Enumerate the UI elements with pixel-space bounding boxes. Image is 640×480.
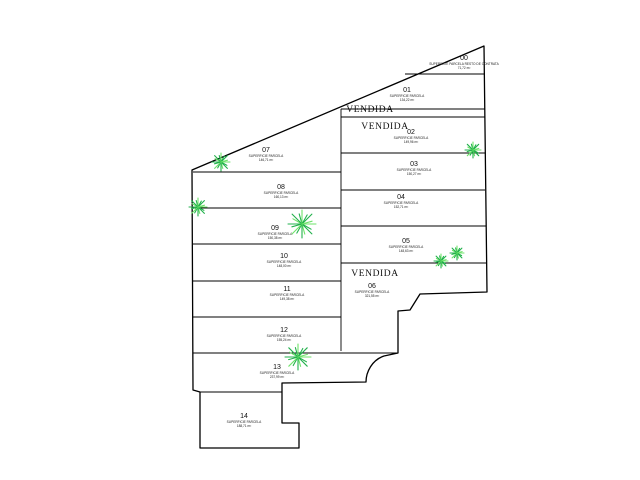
sold-label-lot-06: VENDIDA xyxy=(351,269,398,279)
lot-number: 08 xyxy=(277,184,285,191)
lot-area-value: 150,38 m² xyxy=(268,236,282,240)
lot-area-value: 152,71 m² xyxy=(394,205,408,209)
lot-number: 02 xyxy=(407,129,415,136)
lot-area-value: 148,00 m² xyxy=(277,264,291,268)
lot-number: 14 xyxy=(240,413,248,420)
tree-icon xyxy=(464,141,482,159)
lot-area-value: 188,71 m² xyxy=(237,424,251,428)
lot-number: 12 xyxy=(280,327,288,334)
lot-number: 09 xyxy=(271,225,279,232)
tree-icon xyxy=(211,152,231,172)
lot-number: 11 xyxy=(283,286,290,293)
lot-number: 06 xyxy=(368,283,376,290)
sold-label-lot-02: VENDIDA xyxy=(361,122,408,132)
lot-area-caption: SUPERFICIE PARCELA xyxy=(389,245,425,249)
trees xyxy=(188,141,482,371)
tree-icon xyxy=(449,245,465,261)
lot-area-caption: SUPERFICIE PARCELA xyxy=(394,136,430,140)
lot-number: 07 xyxy=(262,147,270,154)
lot-area-value: 237,99 m² xyxy=(270,375,284,379)
lot-number: 05 xyxy=(402,238,410,245)
property-boundary xyxy=(191,45,488,449)
lot-area-caption: SUPERFICIE PARCELA xyxy=(384,201,420,205)
lot-area-caption: SUPERFICIE PARCELA xyxy=(390,94,426,98)
lot-number: 03 xyxy=(410,161,418,168)
lot-area-value: 148,63 m² xyxy=(399,249,413,253)
tree-icon xyxy=(287,209,317,239)
lot-number: 04 xyxy=(397,194,405,201)
lot-area-value: 150,27 m² xyxy=(407,172,421,176)
lot-area-value: 146,71 m² xyxy=(259,158,273,162)
lot-area-value: 71,72 m² xyxy=(458,66,471,70)
lot-area-caption: SUPERFICIE PARCELA xyxy=(267,334,303,338)
lot-area-value: 155,24 m² xyxy=(277,338,291,342)
lot-number: 13 xyxy=(273,364,281,371)
lot-area-value: 149,38 m² xyxy=(280,297,294,301)
tree-icon xyxy=(284,343,312,371)
lot-number: 00 xyxy=(460,55,468,62)
lot-area-caption: SUPERFICIE PARCELA xyxy=(264,191,300,195)
lot-area-caption: SUPERFICIE PARCELA xyxy=(258,232,294,236)
lot-area-value: 134,22 m² xyxy=(400,98,414,102)
lot-area-caption: SUPERFICIE PARCELA xyxy=(270,293,306,297)
lot-area-value: 149,96 m² xyxy=(404,140,418,144)
tree-icon xyxy=(188,197,208,217)
lot-area-value: 321,55 m² xyxy=(365,294,379,298)
lot-number: 01 xyxy=(403,87,411,94)
sold-label-lot-01: VENDIDA xyxy=(346,105,393,115)
lot-area-caption: SUPERFICIE PARCELA xyxy=(227,420,263,424)
lot-number: 10 xyxy=(280,253,288,260)
lot-area-caption: SUPERFICIE PARCELA xyxy=(267,260,303,264)
lot-area-value: 160,13 m² xyxy=(274,195,288,199)
tree-icon xyxy=(433,253,449,269)
lot-area-caption: SUPERFICIE PARCELA xyxy=(355,290,391,294)
lot-area-caption: SUPERFICIE PARCELA xyxy=(397,168,433,172)
lot-area-caption: SUPERFICIE PARCELA xyxy=(249,154,285,158)
lot-dividers xyxy=(193,73,487,393)
lot-area-caption: SUPERFICIE PARCELA RESTO DE CONTRATA xyxy=(429,62,499,66)
sold-labels: VENDIDA VENDIDA VENDIDA xyxy=(346,105,408,279)
lot-area-caption: SUPERFICIE PARCELA xyxy=(260,371,296,375)
